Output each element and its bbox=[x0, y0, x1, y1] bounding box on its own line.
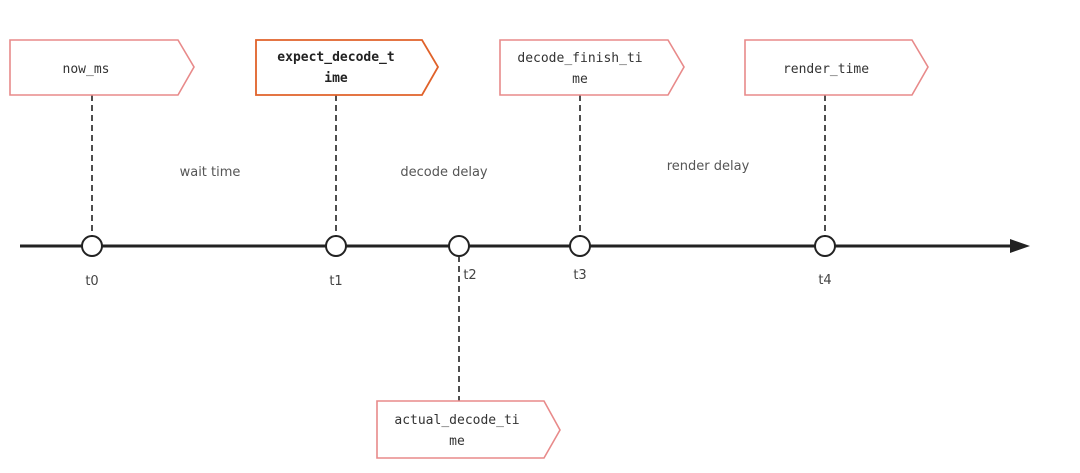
node-t1 bbox=[325, 235, 347, 257]
tag-expect-decode-time-line-2: ime bbox=[324, 71, 348, 86]
node-t2 bbox=[448, 235, 470, 257]
tag-now-ms-line-1: now_ms bbox=[63, 62, 110, 77]
tag-expect-decode-time: expect_decode_t ime bbox=[255, 39, 440, 96]
phase-label-decode: decode delay bbox=[400, 165, 488, 180]
tag-decode-finish-time: decode_finish_ti me bbox=[499, 39, 685, 96]
tag-decode-finish-time-line-2: me bbox=[572, 72, 588, 87]
tag-now-ms: now_ms bbox=[9, 39, 195, 96]
tick-label-t0: t0 bbox=[85, 274, 98, 289]
tag-expect-decode-time-line-1: expect_decode_t bbox=[277, 50, 394, 65]
tag-actual-decode-time: actual_decode_ti me bbox=[376, 400, 561, 459]
tick-label-t1: t1 bbox=[329, 274, 342, 289]
tag-decode-finish-time-line-1: decode_finish_ti bbox=[517, 51, 642, 66]
tag-render-time-line-1: render_time bbox=[783, 62, 869, 77]
tick-label-t3: t3 bbox=[573, 268, 586, 283]
phase-label-render: render delay bbox=[667, 159, 750, 174]
tag-render-time: render_time bbox=[744, 39, 929, 96]
node-t0 bbox=[81, 235, 103, 257]
tag-actual-decode-time-line-2: me bbox=[449, 434, 465, 449]
phase-label-wait: wait time bbox=[180, 165, 241, 180]
tick-label-t2: t2 bbox=[463, 268, 476, 283]
node-t3 bbox=[569, 235, 591, 257]
tag-actual-decode-time-line-1: actual_decode_ti bbox=[394, 413, 519, 428]
tick-label-t4: t4 bbox=[818, 273, 831, 288]
node-t4 bbox=[814, 235, 836, 257]
timeline-arrowhead bbox=[1010, 239, 1030, 253]
